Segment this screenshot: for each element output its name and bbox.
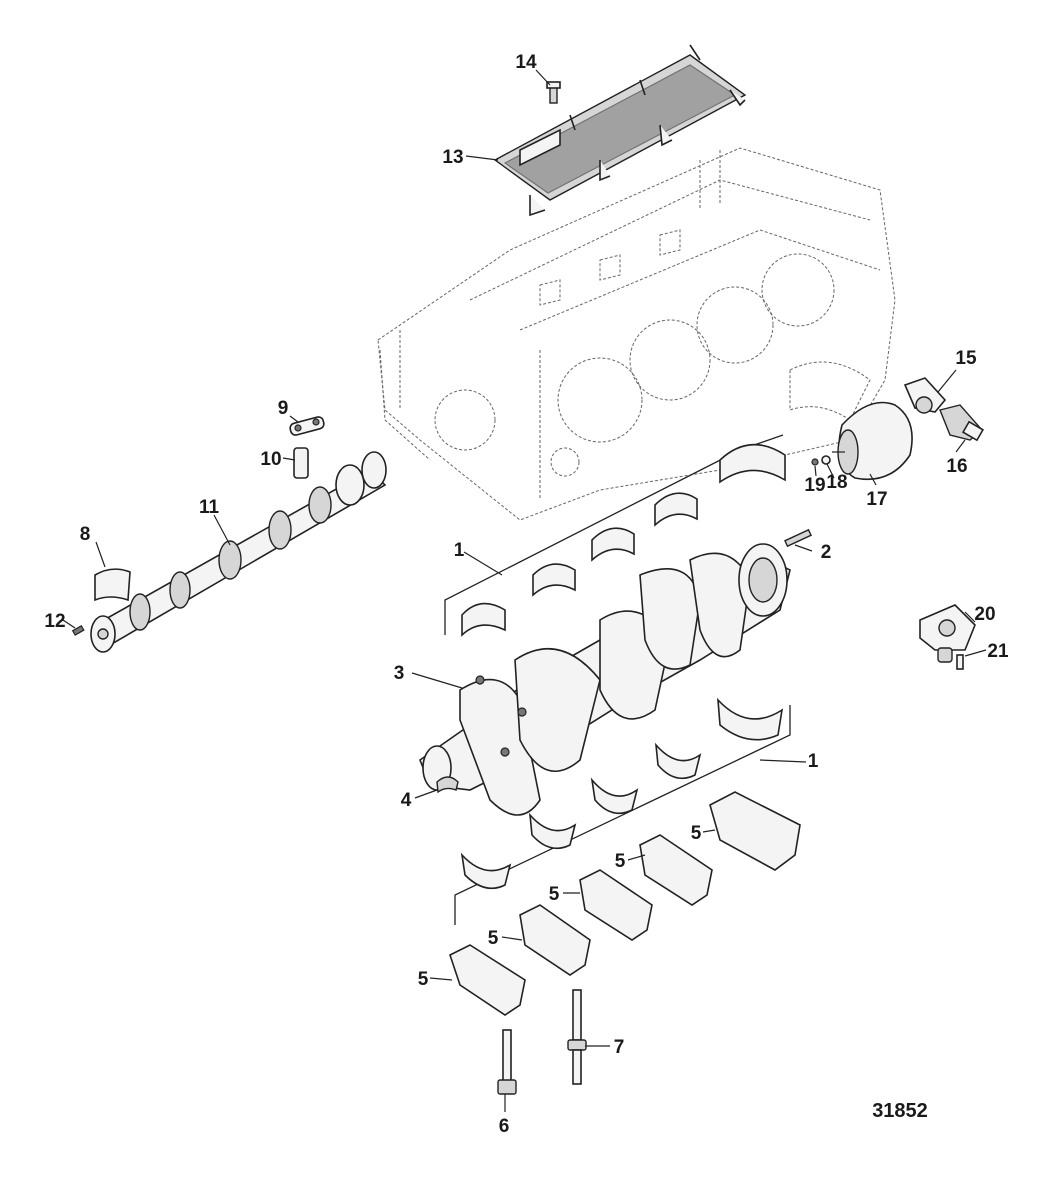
callout-1-upper: 1: [454, 540, 465, 561]
callout-21: 21: [987, 641, 1009, 662]
callout-20: 20: [974, 604, 995, 625]
callout-7: 7: [614, 1037, 625, 1058]
camshaft-assembly: [71, 416, 387, 653]
callout-5-d: 5: [488, 928, 499, 949]
callout-15: 15: [955, 348, 977, 369]
callout-11: 11: [199, 497, 220, 518]
callout-5-b: 5: [615, 851, 626, 872]
oil-pressure-fitting: [919, 604, 976, 670]
callout-4: 4: [401, 790, 412, 811]
callout-6: 6: [499, 1116, 510, 1137]
lifter-guide-retainer: [493, 44, 747, 217]
callout-13: 13: [442, 147, 463, 168]
crankshaft: [419, 543, 791, 816]
callout-1-lower: 1: [808, 751, 819, 772]
callout-3: 3: [394, 663, 405, 684]
callout-9: 9: [278, 398, 289, 419]
callout-17: 17: [866, 489, 887, 510]
callout-5-c: 5: [549, 884, 560, 905]
callout-14: 14: [515, 52, 537, 73]
callout-2: 2: [821, 542, 832, 563]
callout-labels: 1 1 2 3 4 5 5 5 5 5 6 7 8 9 10 11 12 13 …: [44, 52, 1009, 1137]
callout-5-e: 5: [418, 969, 429, 990]
callout-18: 18: [826, 472, 847, 493]
callout-8: 8: [80, 524, 91, 545]
lower-bearing-set: [454, 697, 791, 925]
callout-5-a: 5: [691, 823, 702, 844]
figure-number: 31852: [872, 1100, 928, 1122]
retainer-bolt: [546, 81, 561, 104]
upper-bearing-set: [444, 434, 812, 637]
main-bearing-caps: [449, 791, 801, 1016]
callout-19: 19: [804, 475, 825, 496]
leader-lines: [62, 69, 987, 1112]
oil-filter-assembly: [811, 377, 985, 481]
callout-16: 16: [946, 456, 967, 477]
main-bearing-bolts: [497, 989, 587, 1095]
callout-10: 10: [260, 449, 281, 470]
engine-block-outline: [377, 147, 896, 521]
callout-12: 12: [44, 611, 65, 632]
